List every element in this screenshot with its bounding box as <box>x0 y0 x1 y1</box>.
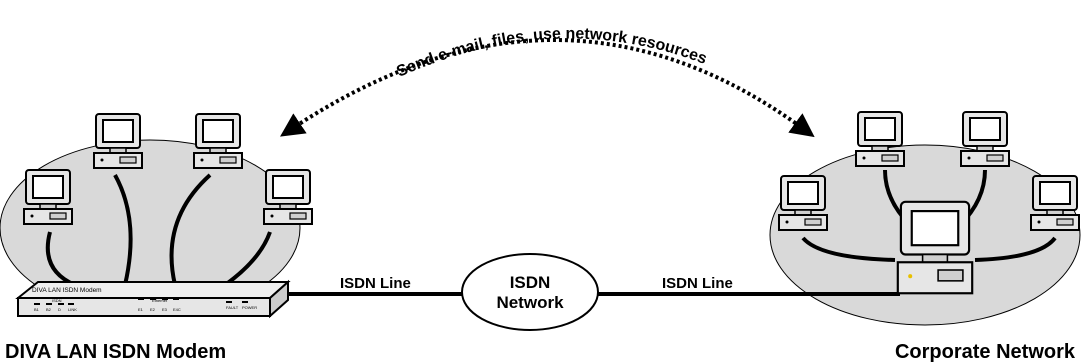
modem-led-fault: FAULT <box>226 305 239 310</box>
modem-led-power: POWER <box>242 305 257 310</box>
diva-modem: DIVA LAN ISDN Modem ISDN Ethernet B1 B2 … <box>15 279 291 319</box>
modem-led-b1: B1 <box>34 307 40 312</box>
left-pc-1 <box>23 169 73 225</box>
right-pc-3 <box>960 111 1010 167</box>
modem-led-e2: E2 <box>150 307 156 312</box>
communication-arc <box>280 38 815 138</box>
modem-led-b2: B2 <box>46 307 52 312</box>
modem-led-e1: E1 <box>138 307 144 312</box>
left-pc-4 <box>263 169 313 225</box>
isdn-line-left-label: ISDN Line <box>340 275 411 292</box>
corporate-server <box>896 200 974 295</box>
isdn-network-node <box>461 253 599 331</box>
isdn-network-line1: ISDN <box>510 273 551 292</box>
isdn-network-line2: Network <box>496 293 564 312</box>
left-pc-2 <box>93 113 143 169</box>
modem-ethernet-group: Ethernet <box>152 298 168 303</box>
right-pc-1 <box>778 175 828 231</box>
left-pc-3 <box>193 113 243 169</box>
right-caption: Corporate Network <box>895 341 1076 363</box>
isdn-line-right-label: ISDN Line <box>662 275 733 292</box>
left-caption: DIVA LAN ISDN Modem <box>5 341 226 363</box>
modem-led-e4c: E4C <box>173 307 181 312</box>
arc-label: Send e-mail, files, use network resource… <box>394 25 709 80</box>
modem-led-d: D <box>58 307 61 312</box>
right-pc-4 <box>1030 175 1080 231</box>
modem-label: DIVA LAN ISDN Modem <box>32 287 102 294</box>
modem-led-link: LINK <box>68 307 77 312</box>
modem-isdn-group: ISDN <box>52 298 62 303</box>
right-pc-2 <box>855 111 905 167</box>
modem-led-e3: E3 <box>162 307 168 312</box>
